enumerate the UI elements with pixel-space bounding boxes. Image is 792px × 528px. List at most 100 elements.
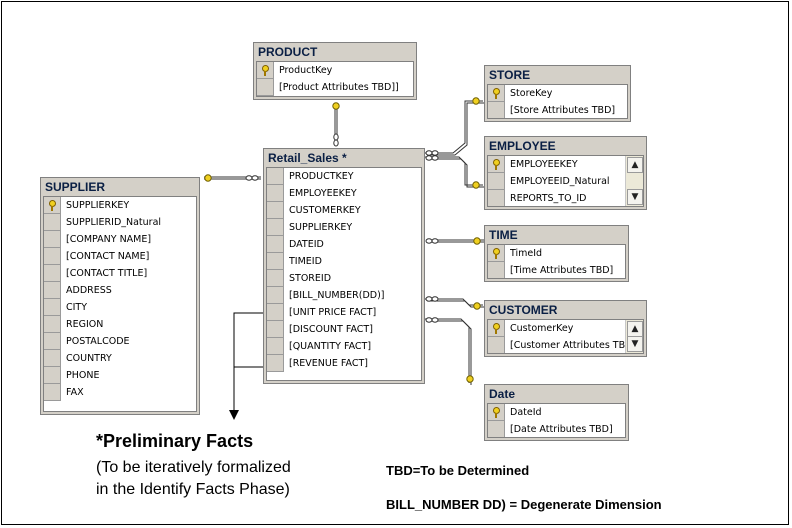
table-row[interactable]: [DISCOUNT FACT] [267, 321, 421, 338]
store-table[interactable]: STORE StoreKey[Store Attributes TBD] [484, 65, 631, 122]
table-row[interactable]: [QUANTITY FACT] [267, 338, 421, 355]
column-name: REGION [66, 319, 104, 330]
product-table[interactable]: PRODUCT ProductKey[Product Attributes TB… [253, 42, 417, 100]
row-selector [488, 102, 505, 118]
table-row[interactable]: SUPPLIERID_Natural [44, 214, 196, 231]
row-selector [267, 253, 284, 270]
table-row[interactable]: REPORTS_TO_ID [488, 190, 643, 206]
table-row[interactable]: [CONTACT NAME] [44, 248, 196, 265]
column-name: SUPPLIERKEY [289, 222, 353, 233]
table-row[interactable]: TimeId [488, 245, 625, 262]
table-row[interactable]: DateId [488, 404, 625, 421]
table-title: STORE [489, 68, 531, 82]
table-row[interactable]: [CONTACT TITLE] [44, 265, 196, 282]
column-name: FAX [66, 387, 84, 398]
column-name: STOREID [289, 273, 332, 284]
column-name: POSTALCODE [66, 336, 130, 347]
column-name: TIMEID [289, 256, 322, 267]
primary-key-icon [48, 200, 57, 211]
row-selector [267, 321, 284, 338]
column-name: [CONTACT TITLE] [66, 268, 148, 279]
table-row[interactable]: EMPLOYEEKEY [488, 156, 643, 173]
preliminary-facts-title: *Preliminary Facts [96, 431, 254, 451]
column-name: ProductKey [279, 65, 333, 76]
scrollbar[interactable]: ▲▼ [625, 156, 643, 206]
row-selector [488, 190, 505, 206]
table-row[interactable]: [COMPANY NAME] [44, 231, 196, 248]
row-selector [267, 287, 284, 304]
scroll-down-arrow-icon[interactable]: ▼ [627, 336, 643, 352]
table-row[interactable]: EMPLOYEEID_Natural [488, 173, 643, 190]
table-row[interactable]: CUSTOMERKEY [267, 202, 421, 219]
table-row[interactable]: ProductKey [257, 62, 413, 79]
table-row[interactable]: DATEID [267, 236, 421, 253]
relationship-key-end-icon [332, 102, 340, 110]
table-row[interactable]: SUPPLIERKEY [44, 197, 196, 214]
column-name: [REVENUE FACT] [289, 358, 368, 369]
row-selector [44, 231, 61, 248]
table-row[interactable]: ADDRESS [44, 282, 196, 299]
date-table[interactable]: Date DateId[Date Attributes TBD] [484, 384, 629, 441]
relationship-many-end-icon [425, 238, 439, 244]
row-selector [267, 202, 284, 219]
preliminary-facts-bracket [229, 312, 272, 420]
table-row[interactable]: SUPPLIERKEY [267, 219, 421, 236]
table-row[interactable]: [UNIT PRICE FACT] [267, 304, 421, 321]
column-name: CITY [66, 302, 88, 313]
table-row[interactable]: [Product Attributes TBD]] [257, 79, 413, 96]
column-name: [Time Attributes TBD] [510, 265, 614, 276]
preliminary-facts-line-1: (To be iteratively formalized [96, 459, 291, 476]
table-row[interactable]: [Time Attributes TBD] [488, 262, 625, 278]
table-title: CUSTOMER [489, 303, 558, 317]
table-row[interactable]: [Store Attributes TBD] [488, 102, 627, 118]
table-row[interactable]: PRODUCTKEY [267, 168, 421, 185]
time-table[interactable]: TIME TimeId [Time Attributes TBD] [484, 225, 629, 282]
scroll-up-arrow-icon[interactable]: ▲ [627, 157, 643, 173]
column-name: [UNIT PRICE FACT] [289, 307, 377, 318]
column-name: PHONE [66, 370, 100, 381]
date-relationship-line[interactable] [425, 318, 472, 385]
row-selector [488, 404, 505, 421]
scroll-down-arrow-icon[interactable]: ▼ [627, 189, 643, 205]
relationship-many-end-icon [425, 296, 439, 302]
row-selector [44, 248, 61, 265]
column-name: [DISCOUNT FACT] [289, 324, 373, 335]
relationship-key-end-icon [466, 375, 474, 383]
column-name: [Customer Attributes TBD] [510, 340, 625, 351]
table-row[interactable]: [BILL_NUMBER(DD)] [267, 287, 421, 304]
table-row[interactable]: REGION [44, 316, 196, 333]
table-row[interactable]: [REVENUE FACT] [267, 355, 421, 372]
table-row[interactable]: POSTALCODE [44, 333, 196, 350]
table-row[interactable]: [Date Attributes TBD] [488, 421, 625, 437]
scroll-up-arrow-icon[interactable]: ▲ [627, 321, 643, 337]
table-row[interactable]: COUNTRY [44, 350, 196, 367]
column-name: CUSTOMERKEY [289, 205, 361, 216]
row-selector [44, 282, 61, 299]
customer-table[interactable]: CUSTOMER CustomerKey [Customer Attributes… [484, 300, 647, 357]
table-row[interactable]: CITY [44, 299, 196, 316]
table-row[interactable]: FAX [44, 384, 196, 401]
table-row[interactable]: TIMEID [267, 253, 421, 270]
column-name: TimeId [510, 248, 543, 259]
row-selector [267, 236, 284, 253]
store-relationship-line[interactable] [425, 100, 485, 156]
primary-key-icon [492, 248, 501, 259]
row-selector [257, 62, 274, 79]
table-row[interactable]: STOREID [267, 270, 421, 287]
row-selector [44, 316, 61, 333]
column-name: [Date Attributes TBD] [510, 424, 613, 435]
table-row[interactable]: StoreKey [488, 85, 627, 102]
table-row[interactable]: PHONE [44, 367, 196, 384]
table-title: TIME [489, 228, 518, 242]
table-row[interactable]: CustomerKey [488, 320, 643, 337]
row-selector [44, 384, 61, 401]
table-row[interactable]: [Customer Attributes TBD] [488, 337, 643, 353]
row-selector [488, 337, 505, 353]
table-row[interactable]: EMPLOYEEKEY [267, 185, 421, 202]
column-name: [BILL_NUMBER(DD)] [289, 290, 385, 301]
scrollbar[interactable]: ▲▼ [625, 320, 643, 353]
